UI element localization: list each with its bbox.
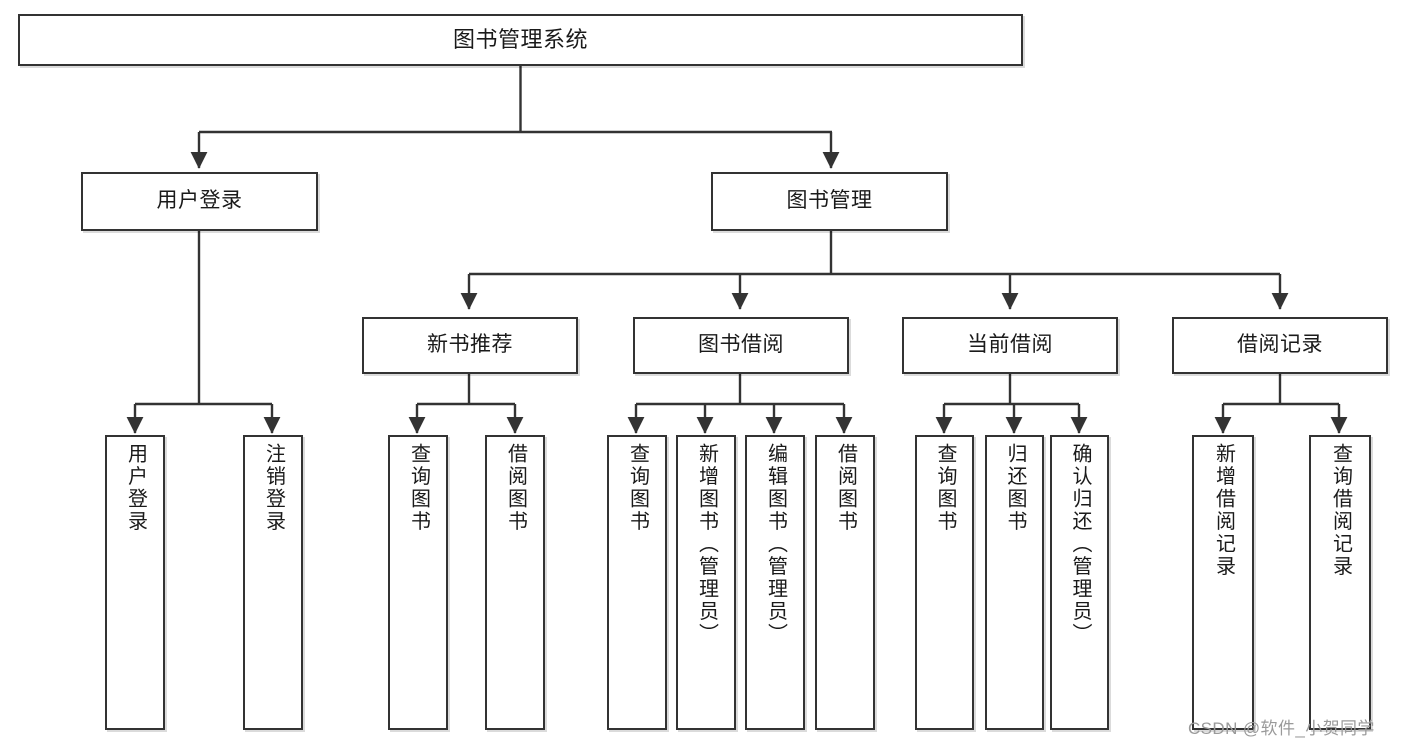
node-label: 查询图书 — [407, 443, 430, 533]
leaf-current-borrow-query-book[interactable]: 查询图书 — [915, 435, 974, 730]
node-label: 当前借阅 — [967, 333, 1053, 357]
leaf-borrow-record-add-record[interactable]: 新增借阅记录 — [1192, 435, 1254, 730]
node-current-borrow[interactable]: 当前借阅 — [902, 317, 1118, 374]
node-label: 查询图书 — [934, 443, 956, 533]
node-label: 借阅图书 — [504, 443, 527, 533]
leaf-user-login-signout[interactable]: 注销登录 — [243, 435, 303, 730]
node-label: 用户登录 — [124, 443, 147, 533]
node-label: 编辑图书（管理员） — [764, 443, 787, 646]
node-label: 新增借阅记录 — [1212, 443, 1235, 578]
leaf-current-borrow-return-book[interactable]: 归还图书 — [985, 435, 1044, 730]
node-label: 查询借阅记录 — [1329, 443, 1352, 578]
node-user-login[interactable]: 用户登录 — [81, 172, 318, 231]
leaf-book-borrow-add-book-admin[interactable]: 新增图书（管理员） — [676, 435, 736, 730]
node-label: 注销登录 — [262, 443, 285, 533]
node-label: 用户登录 — [156, 189, 243, 213]
node-label: 归还图书 — [1004, 443, 1026, 533]
leaf-book-borrow-edit-book-admin[interactable]: 编辑图书（管理员） — [745, 435, 805, 730]
node-borrow-record[interactable]: 借阅记录 — [1172, 317, 1388, 374]
leaf-book-borrow-borrow-book[interactable]: 借阅图书 — [815, 435, 875, 730]
node-root-book-management-system[interactable]: 图书管理系统 — [18, 14, 1023, 66]
leaf-current-borrow-confirm-return-admin[interactable]: 确认归还（管理员） — [1050, 435, 1109, 730]
node-label: 图书管理 — [786, 189, 873, 213]
node-book-management[interactable]: 图书管理 — [711, 172, 948, 231]
node-label: 图书管理系统 — [452, 27, 588, 53]
csdn-watermark: CSDN @软件_小贺同学 — [1188, 719, 1375, 738]
node-label: 借阅图书 — [834, 443, 857, 533]
node-label: 确认归还（管理员） — [1069, 443, 1091, 646]
node-label: 借阅记录 — [1237, 333, 1323, 357]
leaf-new-book-query-book[interactable]: 查询图书 — [388, 435, 448, 730]
leaf-new-book-borrow-book[interactable]: 借阅图书 — [485, 435, 545, 730]
node-label: 新增图书（管理员） — [695, 443, 718, 646]
node-label: 查询图书 — [626, 443, 649, 533]
leaf-book-borrow-query-book[interactable]: 查询图书 — [607, 435, 667, 730]
leaf-borrow-record-query-record[interactable]: 查询借阅记录 — [1309, 435, 1371, 730]
node-label: 图书借阅 — [698, 333, 784, 357]
node-new-book-recommend[interactable]: 新书推荐 — [362, 317, 578, 374]
node-book-borrow[interactable]: 图书借阅 — [633, 317, 849, 374]
leaf-user-login-signin[interactable]: 用户登录 — [105, 435, 165, 730]
node-label: 新书推荐 — [427, 333, 513, 357]
